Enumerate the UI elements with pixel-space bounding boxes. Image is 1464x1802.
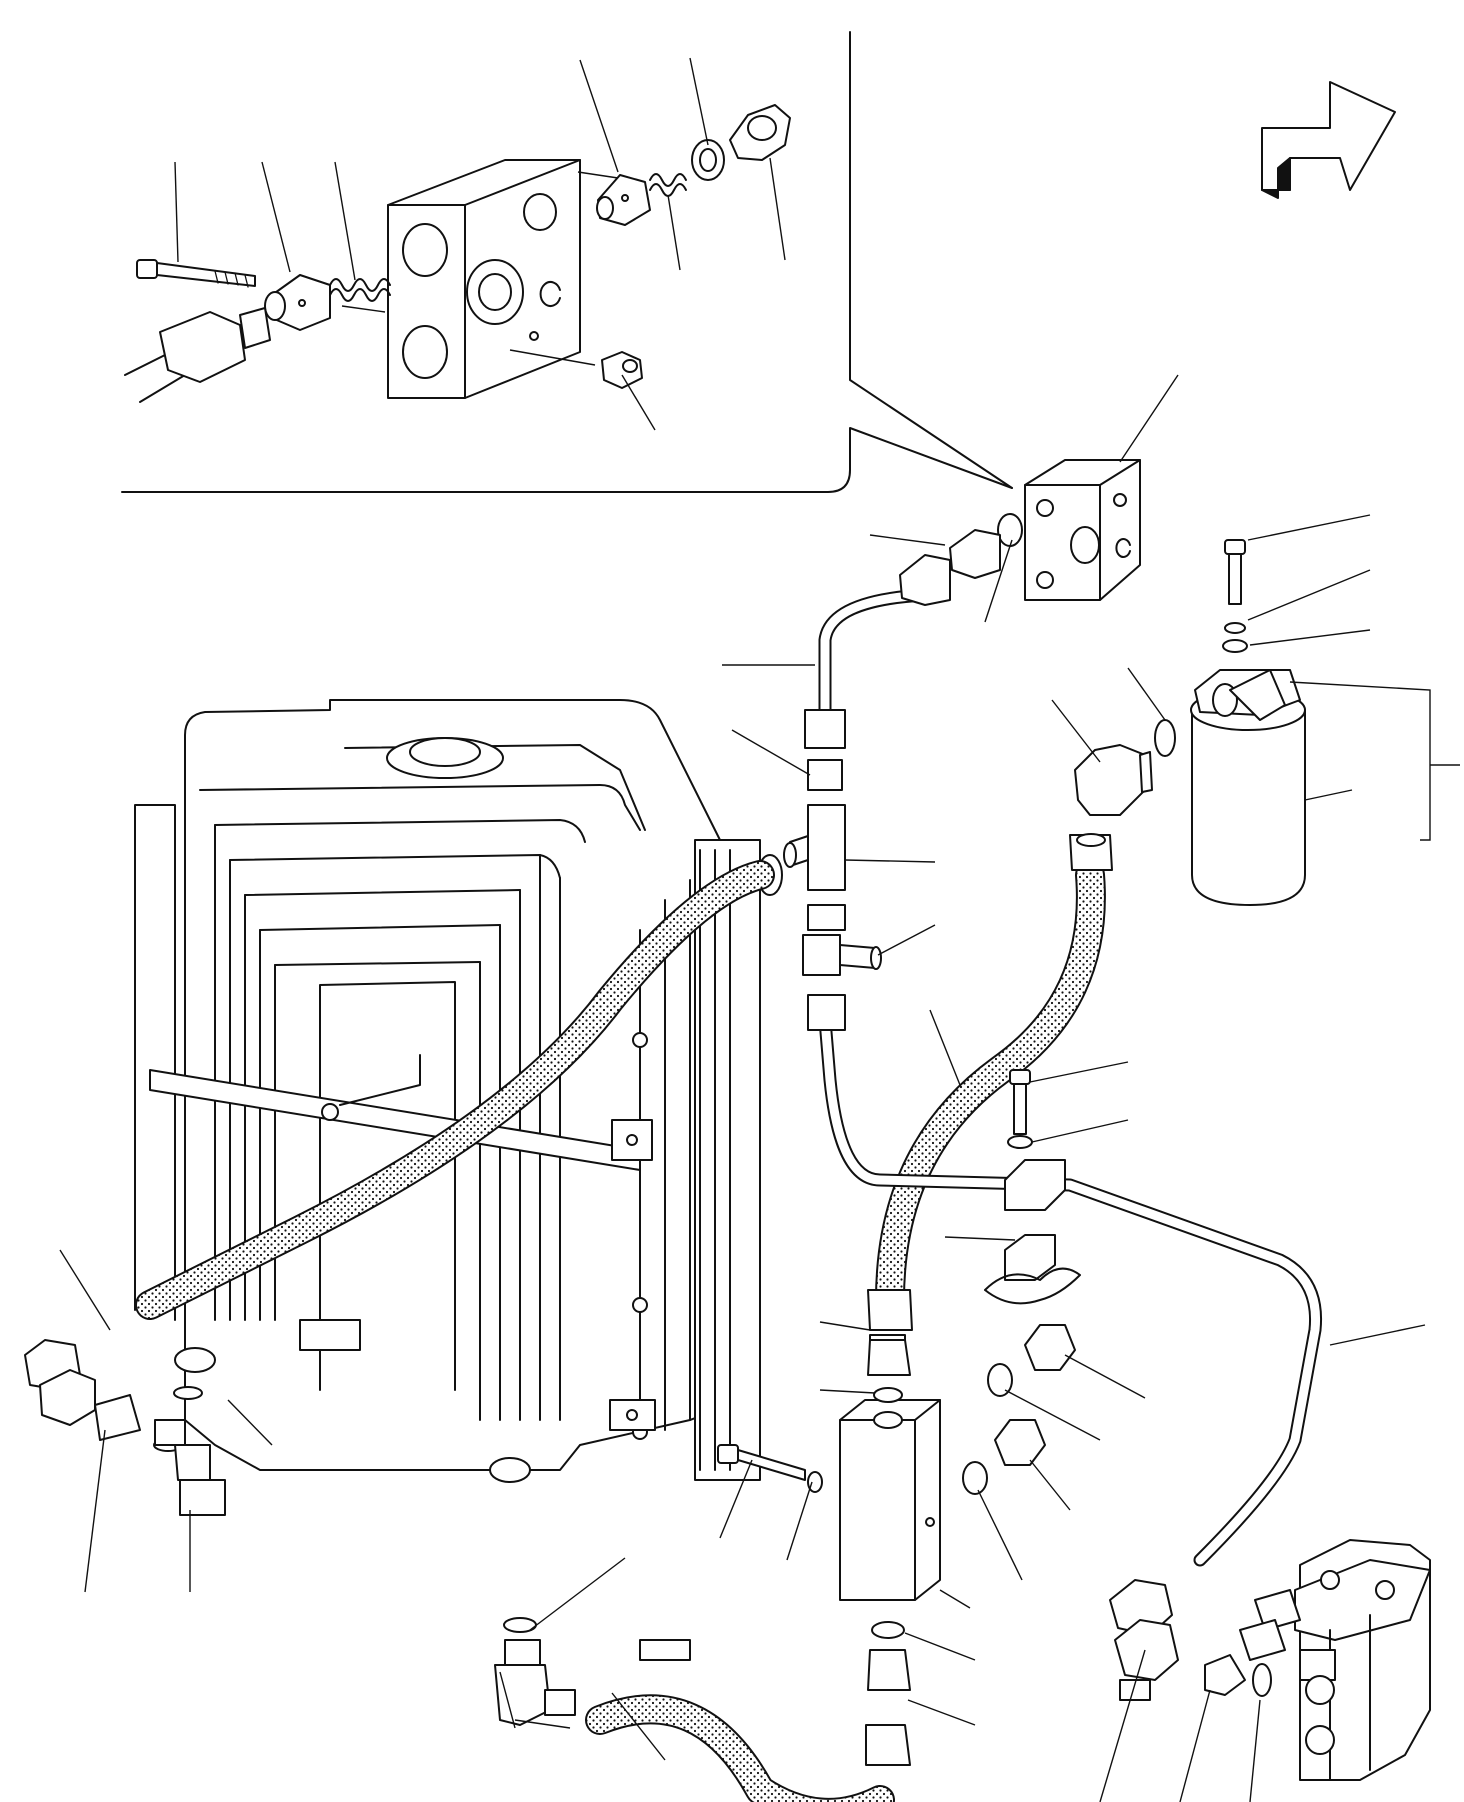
pipe-upper	[825, 595, 925, 725]
hose-cooler-to-left-fitting	[150, 875, 760, 1305]
hose-end-fitting-upper	[1070, 834, 1112, 870]
tee-fitting-lower	[803, 905, 881, 1030]
filter-elbow-and-washer	[1075, 720, 1175, 815]
valve-block-upper-adapter	[868, 1340, 910, 1402]
bottom-elbow-group	[495, 1618, 575, 1725]
relief-valve-block	[1025, 460, 1140, 600]
hose-long-center	[890, 875, 1091, 1300]
left-elbow-group	[25, 1340, 225, 1515]
callout-leader-lines	[60, 375, 1460, 1802]
inset-spring	[330, 279, 390, 301]
valve-block	[840, 1400, 940, 1600]
inset-washer	[692, 140, 724, 180]
pipe-lower-long	[825, 1020, 1316, 1560]
inset-spring-right	[650, 174, 686, 196]
valve-block-lower-adapter	[866, 1622, 910, 1765]
right-elbow-group	[1110, 1580, 1271, 1700]
valve-block-bolt	[718, 1445, 822, 1492]
inset-plug	[730, 105, 790, 160]
hose-bottom	[600, 1709, 880, 1802]
inset-poppet-right	[597, 175, 650, 225]
inset-relief-valve-block	[388, 160, 580, 398]
inset-poppet	[265, 275, 330, 330]
filter-bolt-and-washers	[1223, 540, 1247, 652]
radiator	[135, 700, 782, 1660]
direction-arrow-icon	[1262, 82, 1395, 198]
inset-detail-frame	[122, 32, 1012, 492]
valve-block-plugs	[963, 1325, 1075, 1494]
upper-adapter-and-washer	[900, 514, 1022, 605]
inset-fitting	[125, 308, 270, 402]
control-valve-bank	[1240, 1540, 1430, 1780]
inset-leader-lines	[175, 58, 785, 430]
inset-nut	[602, 352, 642, 388]
tee-fitting-upper	[784, 710, 845, 890]
inset-bolt	[137, 260, 255, 287]
oil-filter	[1191, 670, 1305, 905]
